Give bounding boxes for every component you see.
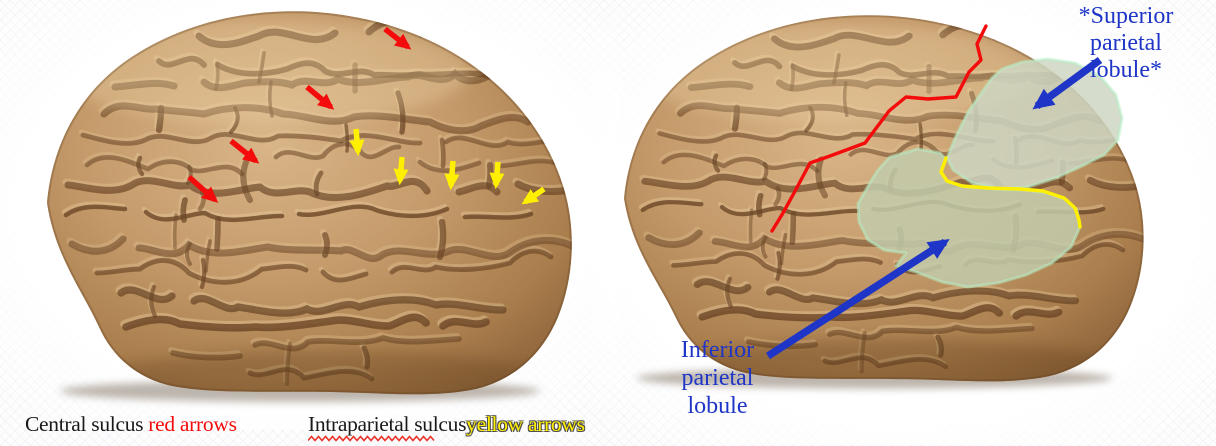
superior-parietal-arrow: [1032, 56, 1103, 110]
superior-parietal-highlight: [945, 57, 1124, 191]
caption-intraparietal-sulcus-name-wrap: Intraparietal sulcus: [308, 412, 467, 442]
inferior-parietal-label: Inferior parietal lobule: [650, 336, 785, 420]
central-sulcus-trace-line: [770, 24, 988, 233]
superior-parietal-label: *Superior parietal lobule*: [1040, 3, 1212, 84]
superior-parietal-label-line3: lobule*: [1090, 57, 1162, 83]
intraparietal-sulcus-arrow-2: [393, 156, 409, 186]
inferior-parietal-label-line1: Inferior: [680, 337, 755, 363]
inferior-parietal-label-line3: lobule: [687, 393, 748, 419]
intraparietal-sulcus-arrow-3: [444, 160, 460, 191]
inferior-parietal-label-line2: parietal: [681, 365, 754, 391]
left-brain-photo: [47, 11, 585, 446]
spellcheck-squiggle-icon: [308, 435, 435, 442]
intraparietal-sulcus-trace-line: [939, 156, 1082, 229]
central-sulcus-arrow-3: [229, 138, 260, 164]
caption-central-sulcus-name: Central sulcus: [25, 412, 149, 436]
caption-intraparietal-sulcus-arrows: yellow arrows: [466, 412, 585, 436]
caption-intraparietal-sulcus: Intraparietal sulcus yellow arrows: [308, 412, 585, 442]
intraparietal-sulcus-arrow-4: [489, 161, 505, 190]
caption-intraparietal-sulcus-name: Intraparietal sulcus: [308, 412, 467, 436]
intraparietal-sulcus-arrow-1: [349, 128, 365, 157]
central-sulcus-arrow-1: [383, 26, 412, 50]
inferior-parietal-arrow: [765, 238, 950, 360]
caption-central-sulcus-arrows: red arrows: [148, 412, 237, 436]
central-sulcus-arrow-2: [305, 84, 335, 110]
caption-central-sulcus: Central sulcus red arrows: [25, 412, 237, 437]
central-sulcus-arrow-4: [187, 174, 219, 203]
superior-parietal-label-line2: parietal: [1090, 30, 1162, 56]
superior-parietal-label-line1: *Superior: [1078, 3, 1174, 29]
intraparietal-sulcus-arrow-5: [521, 186, 546, 205]
